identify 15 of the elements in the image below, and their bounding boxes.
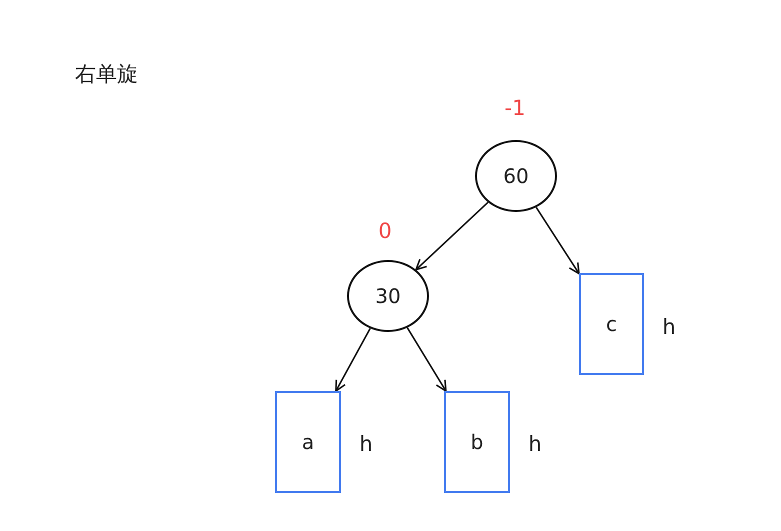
tree-node-circle: 60	[475, 140, 557, 212]
balance-factor: -1	[504, 96, 526, 120]
title: 右单旋	[75, 61, 138, 88]
tree-node-circle: 30	[347, 260, 429, 332]
subtree-box: c	[579, 273, 644, 375]
subtree-box: a	[275, 391, 341, 493]
balance-factor: 0	[378, 219, 392, 243]
arrow	[415, 202, 489, 270]
arrow	[335, 328, 371, 392]
height-label: h	[662, 315, 676, 339]
height-label: h	[359, 432, 373, 456]
arrow	[406, 327, 447, 392]
subtree-box: b	[444, 391, 510, 493]
height-label: h	[528, 432, 542, 456]
arrow	[536, 206, 580, 274]
